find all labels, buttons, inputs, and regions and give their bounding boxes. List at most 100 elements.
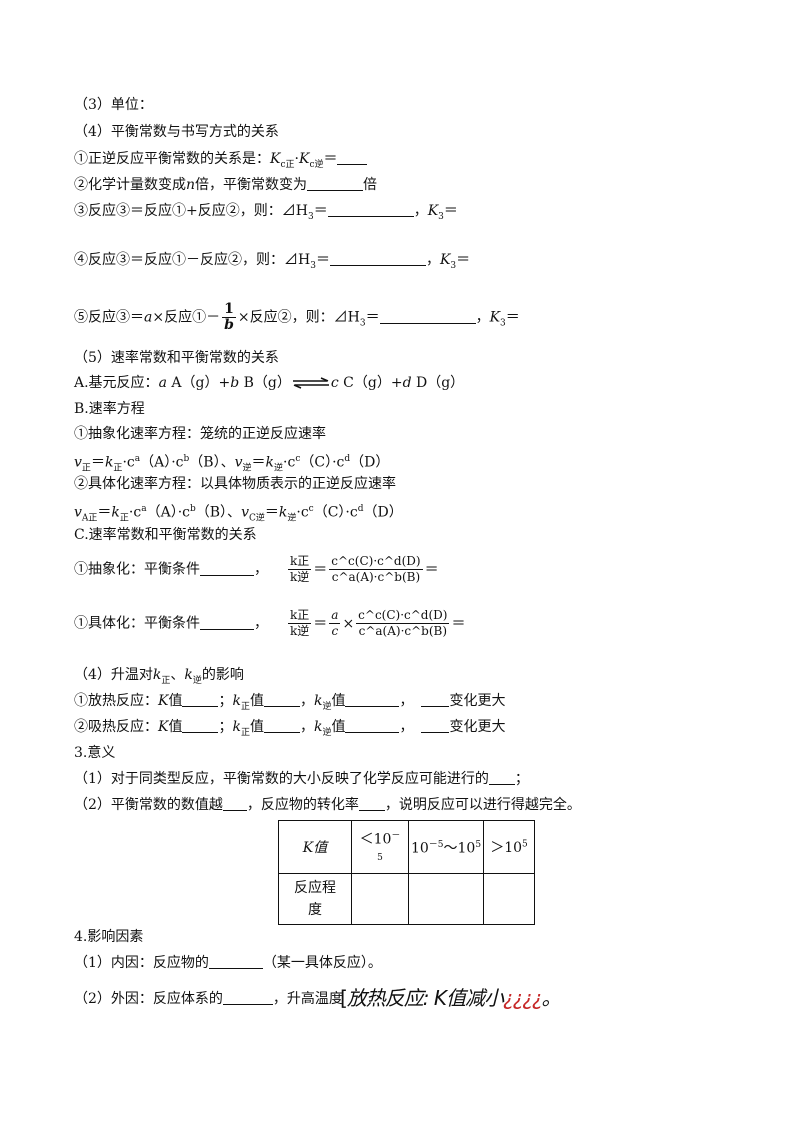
text: ＝ — [315, 252, 330, 268]
line-external-factor: （2）外因：反应体系的，升高温度 — [74, 990, 343, 1008]
text: （某一具体反应）。 — [262, 955, 382, 971]
var: k — [111, 504, 120, 521]
text: ①正逆反应平衡常数的关系是： — [74, 151, 270, 167]
sup: 5 — [377, 852, 383, 863]
line-significance-heading: 3.意义 — [74, 744, 115, 762]
blank[interactable] — [345, 692, 400, 707]
text: 变化更大 — [449, 693, 506, 709]
blank[interactable] — [327, 202, 414, 217]
sup: b — [183, 454, 190, 464]
blank[interactable] — [200, 561, 254, 576]
text: ⊿H — [281, 203, 308, 219]
handwritten-marks: ¿¿¿¿ — [503, 986, 542, 1010]
table-cell[interactable] — [408, 873, 484, 925]
sub: 正 — [81, 463, 91, 474]
cell-text: ～10 — [443, 840, 476, 857]
var: a — [144, 309, 153, 326]
line-coefficient-times-n: ②化学计量数变成n倍，平衡常数变为倍 — [74, 176, 377, 194]
text: ②吸热反应： — [74, 719, 158, 735]
var: K — [158, 693, 169, 709]
text: ·c — [128, 504, 142, 521]
blank[interactable] — [421, 718, 450, 733]
sub: 逆 — [192, 675, 202, 686]
line-endothermic: ②吸热反应：K值；k正值，k逆值，变化更大 — [74, 718, 505, 742]
table-cell[interactable] — [351, 873, 409, 925]
text: ×反应①－ — [152, 309, 221, 326]
var: b — [230, 375, 240, 391]
text: ＝ — [313, 203, 328, 219]
text: ·c — [296, 504, 309, 521]
text: 3.意义 — [74, 745, 116, 761]
var: k — [232, 719, 241, 735]
line-temperature-effect: （4）升温对k正、k逆的影响 — [74, 666, 244, 690]
blank[interactable] — [222, 796, 247, 811]
table-row: 反应程度 — [278, 873, 535, 925]
text: · — [294, 151, 299, 167]
text: 值 — [168, 719, 183, 735]
blank[interactable] — [421, 692, 450, 707]
text: 的影响 — [201, 667, 244, 683]
text: ， — [299, 693, 314, 709]
equals: ＝ — [313, 615, 328, 632]
handwritten-annotation: [放热反应: K值减小¿¿¿¿。 — [340, 986, 562, 1010]
cell-text: 度 — [308, 902, 322, 918]
blank[interactable] — [208, 954, 263, 969]
sub: 正 — [240, 727, 250, 738]
text: （C）·c — [300, 454, 345, 471]
line-internal-factor: （1）内因：反应物的（某一具体反应）。 — [74, 954, 382, 972]
blank[interactable] — [263, 718, 300, 733]
text: （A）·c — [146, 504, 190, 521]
blank[interactable] — [329, 251, 426, 266]
var: K — [270, 151, 281, 167]
var: d — [402, 375, 412, 391]
blank[interactable] — [337, 150, 368, 165]
text: 倍，平衡常数变为 — [195, 177, 308, 193]
blank[interactable] — [222, 990, 273, 1005]
sup: － — [391, 831, 401, 842]
sub: 3 — [438, 211, 444, 222]
sub: C逆 — [248, 513, 265, 524]
var: k — [152, 667, 162, 683]
text: ， — [475, 309, 490, 326]
text: ， — [254, 561, 268, 578]
blank[interactable] — [488, 770, 515, 785]
blank[interactable] — [263, 692, 300, 707]
table-cell: 反应程度 — [278, 873, 352, 925]
text: B.速率方程 — [74, 401, 145, 417]
blank[interactable] — [200, 615, 254, 630]
line-4-heading: （4）平衡常数与书写方式的关系 — [74, 123, 279, 141]
blank[interactable] — [358, 796, 385, 811]
sub: 3 — [307, 211, 314, 222]
blank[interactable] — [182, 718, 219, 733]
blank[interactable] — [307, 176, 364, 191]
sub: 逆 — [287, 513, 297, 524]
text: A（g）+ — [166, 375, 231, 391]
blank[interactable] — [345, 718, 400, 733]
blank[interactable] — [182, 692, 219, 707]
text: C（g）+ — [338, 375, 403, 391]
var: k — [232, 693, 241, 709]
text: ＝ — [365, 309, 380, 326]
table-row: K值 ＜10－5 10－5～105 ＞105 — [278, 820, 535, 874]
blank[interactable] — [379, 309, 476, 324]
text: （4）平衡常数与书写方式的关系 — [74, 124, 279, 140]
table-cell[interactable] — [483, 873, 535, 925]
var: K — [439, 252, 451, 268]
times: × — [342, 615, 355, 632]
text: 倍 — [363, 177, 378, 193]
k-value-table: K值 ＜10－5 10－5～105 ＞105 反应程度 — [278, 820, 535, 925]
text: ×反应②，则： — [237, 309, 334, 326]
text: ②化学计量数变成 — [74, 177, 186, 193]
sub: 3 — [500, 318, 506, 329]
sub: 逆 — [322, 701, 332, 712]
text: ，反应物的转化率 — [246, 797, 359, 813]
line-significance-2: （2）平衡常数的数值越，反应物的转化率，说明反应可以进行得越完全。 — [74, 796, 581, 814]
text: ＝ — [251, 454, 266, 471]
text: ④反应③＝反应①－反应②，则： — [74, 252, 284, 268]
denominator: k逆 — [290, 570, 310, 584]
var: K — [489, 309, 501, 326]
line-forward-reverse-relation: ①正逆反应平衡常数的关系是：Kc正·Kc逆＝ — [74, 150, 368, 174]
equals: ＝ — [451, 615, 466, 632]
text: ·c — [283, 454, 296, 471]
